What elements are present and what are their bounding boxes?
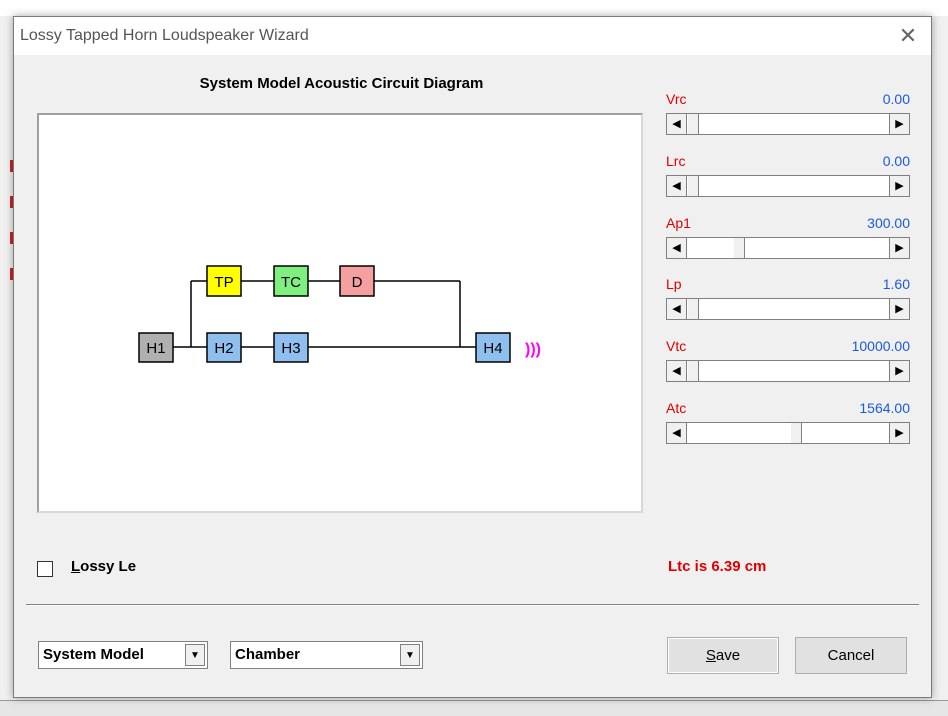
circuit-wires (173, 280, 476, 348)
param-value: 300.00 (867, 215, 910, 231)
block-D: D (339, 265, 375, 297)
save-button[interactable]: Save (667, 637, 779, 674)
param-vrc: Vrc 0.00 ◀ ▶ (666, 91, 910, 137)
scroll-left-icon[interactable]: ◀ (667, 114, 687, 134)
model-select-value: System Model (43, 646, 144, 663)
param-label: Vrc (666, 91, 687, 107)
background-marker (10, 232, 14, 244)
slider-thumb[interactable] (687, 361, 699, 381)
param-value: 1564.00 (859, 400, 910, 416)
param-label: Atc (666, 400, 687, 416)
sound-waves-icon: ))) (525, 341, 541, 358)
close-icon[interactable]: ✕ (898, 23, 918, 48)
block-label: H3 (281, 340, 300, 357)
ap1-slider[interactable]: ◀ ▶ (666, 237, 910, 259)
diagram-title: System Model Acoustic Circuit Diagram (199, 75, 484, 92)
slider-thumb[interactable] (790, 423, 802, 443)
model-select[interactable]: System Model ▼ (38, 641, 208, 669)
lossy-le-label[interactable]: Lossy Le (71, 558, 136, 575)
param-lp: Lp 1.60 ◀ ▶ (666, 276, 910, 322)
block-H1: H1 (138, 332, 174, 363)
param-value: 1.60 (882, 276, 910, 292)
param-ap1: Ap1 300.00 ◀ ▶ (666, 215, 910, 261)
param-label: Ap1 (666, 215, 691, 231)
param-lrc: Lrc 0.00 ◀ ▶ (666, 153, 910, 199)
ltc-status: Ltc is 6.39 cm (668, 558, 767, 575)
param-label: Lp (666, 276, 682, 292)
background-titlebar (0, 0, 948, 16)
scroll-right-icon[interactable]: ▶ (889, 299, 909, 319)
scroll-right-icon[interactable]: ▶ (889, 423, 909, 443)
param-value: 0.00 (882, 91, 910, 107)
lossy-le-checkbox[interactable] (37, 561, 53, 577)
slider-thumb[interactable] (687, 176, 699, 196)
block-H2: H2 (206, 332, 242, 363)
scroll-right-icon[interactable]: ▶ (889, 361, 909, 381)
chamber-select-value: Chamber (235, 646, 301, 663)
scroll-left-icon[interactable]: ◀ (667, 238, 687, 258)
cancel-button[interactable]: Cancel (795, 637, 907, 674)
block-H3: H3 (273, 332, 309, 363)
slider-thumb[interactable] (687, 114, 699, 134)
block-label: H2 (214, 340, 233, 357)
block-label: H4 (483, 340, 502, 357)
lrc-slider[interactable]: ◀ ▶ (666, 175, 910, 197)
block-TP: TP (206, 265, 242, 297)
separator (26, 604, 919, 606)
param-vtc: Vtc 10000.00 ◀ ▶ (666, 338, 910, 384)
param-atc: Atc 1564.00 ◀ ▶ (666, 400, 910, 446)
atc-slider[interactable]: ◀ ▶ (666, 422, 910, 444)
titlebar: Lossy Tapped Horn Loudspeaker Wizard ✕ (14, 17, 931, 55)
vtc-slider[interactable]: ◀ ▶ (666, 360, 910, 382)
background-edge (932, 60, 948, 700)
background-status-strip (0, 700, 948, 716)
param-label: Vtc (666, 338, 687, 354)
slider-thumb[interactable] (687, 299, 699, 319)
scroll-left-icon[interactable]: ◀ (667, 361, 687, 381)
param-value: 0.00 (882, 153, 910, 169)
block-label: TC (281, 274, 301, 291)
save-text: ave (715, 647, 741, 664)
window-title: Lossy Tapped Horn Loudspeaker Wizard (20, 27, 309, 44)
wizard-dialog: Lossy Tapped Horn Loudspeaker Wizard ✕ S… (13, 16, 932, 698)
block-label: D (352, 274, 363, 291)
param-value: 10000.00 (851, 338, 910, 354)
chevron-down-icon[interactable]: ▼ (185, 644, 205, 666)
background-marker (10, 196, 14, 208)
block-label: H1 (146, 340, 165, 357)
lossy-le-mnemonic: L (71, 558, 81, 575)
block-H4: H4 (475, 332, 511, 363)
scroll-right-icon[interactable]: ▶ (889, 238, 909, 258)
background-marker (10, 268, 14, 280)
circuit-diagram: H1 H2 H3 H4 TP TC (37, 113, 643, 513)
chamber-select[interactable]: Chamber ▼ (230, 641, 423, 669)
lp-slider[interactable]: ◀ ▶ (666, 298, 910, 320)
scroll-right-icon[interactable]: ▶ (889, 176, 909, 196)
chevron-down-icon[interactable]: ▼ (400, 644, 420, 666)
block-TC: TC (273, 265, 309, 297)
param-label: Lrc (666, 153, 686, 169)
save-mnemonic: S (705, 647, 716, 664)
scroll-right-icon[interactable]: ▶ (889, 114, 909, 134)
block-label: TP (214, 274, 233, 291)
circuit-diagram-svg: H1 H2 H3 H4 TP TC (138, 265, 541, 363)
vrc-slider[interactable]: ◀ ▶ (666, 113, 910, 135)
scroll-left-icon[interactable]: ◀ (667, 423, 687, 443)
background-marker (10, 160, 14, 172)
lossy-le-text: ossy Le (80, 558, 137, 575)
slider-thumb[interactable] (733, 238, 745, 258)
scroll-left-icon[interactable]: ◀ (667, 299, 687, 319)
scroll-left-icon[interactable]: ◀ (667, 176, 687, 196)
